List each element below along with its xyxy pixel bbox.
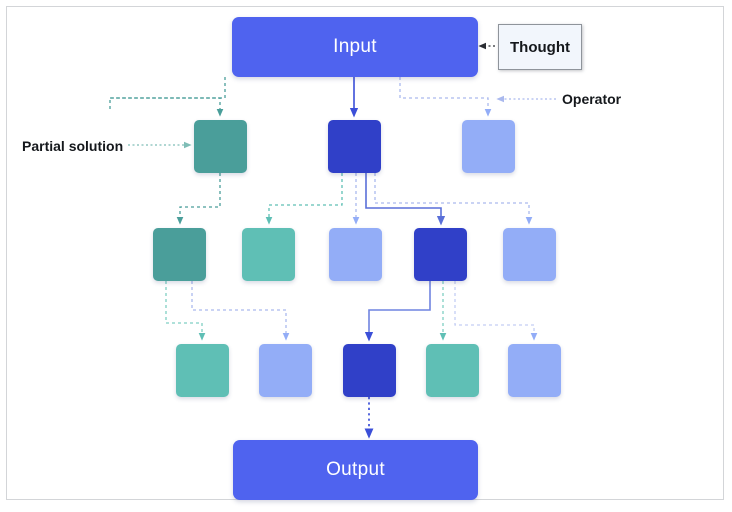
node-r1c3[interactable] [462, 120, 515, 173]
operator-label: Operator [562, 91, 621, 107]
node-r2c2[interactable] [242, 228, 295, 281]
node-r2c1[interactable] [153, 228, 206, 281]
partial-solution-text: Partial solution [22, 138, 124, 154]
node-r1c2[interactable] [328, 120, 381, 173]
node-r2c5[interactable] [503, 228, 556, 281]
partial-solution-label: Partial solution [22, 138, 123, 154]
operator-text: Operator [562, 91, 622, 107]
node-r3c4[interactable] [426, 344, 479, 397]
node-r3c3[interactable] [343, 344, 396, 397]
node-input-label: Input [333, 36, 377, 57]
node-input[interactable]: Input [232, 17, 478, 77]
thought-box[interactable]: Thought [498, 24, 582, 70]
node-r3c1[interactable] [176, 344, 229, 397]
node-r2c3[interactable] [329, 228, 382, 281]
node-output[interactable]: Output [233, 440, 478, 500]
node-r3c5[interactable] [508, 344, 561, 397]
node-r3c2[interactable] [259, 344, 312, 397]
node-r2c4[interactable] [414, 228, 467, 281]
thought-label: Thought [510, 38, 570, 56]
node-output-label: Output [326, 459, 385, 480]
node-r1c1[interactable] [194, 120, 247, 173]
